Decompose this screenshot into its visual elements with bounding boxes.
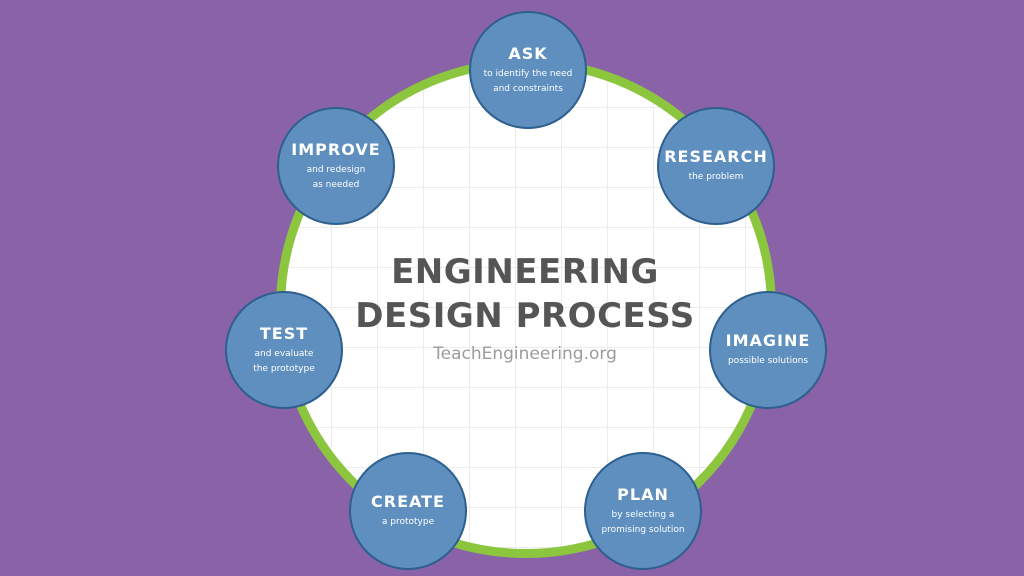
- step-description: the problem: [681, 170, 752, 185]
- step-imagine: IMAGINE possible solutions: [709, 291, 827, 409]
- step-research: RESEARCH the problem: [657, 107, 775, 225]
- step-test: TEST and evaluate the prototype: [225, 291, 343, 409]
- step-label: IMPROVE: [291, 139, 381, 159]
- step-label: TEST: [259, 323, 309, 343]
- step-label: PLAN: [617, 484, 669, 504]
- step-description-line-1: the problem: [688, 172, 744, 182]
- diagram-center-text: ENGINEERING DESIGN PROCESS TeachEngineer…: [340, 250, 710, 364]
- step-description-line-1: by selecting a: [611, 509, 675, 520]
- step-plan: PLAN by selecting a promising solution: [584, 452, 702, 570]
- step-description-line-1: a prototype: [381, 517, 435, 527]
- step-label: RESEARCH: [664, 147, 768, 166]
- step-label: ASK: [508, 43, 548, 63]
- step-description: and redesign as needed: [299, 163, 374, 193]
- step-description-line-2: and constraints: [493, 83, 563, 94]
- step-description-line-2: promising solution: [601, 524, 685, 535]
- step-description-line-1: to identify the need: [483, 68, 573, 79]
- diagram-title-line-1: ENGINEERING: [391, 252, 659, 292]
- step-description-line-1: possible solutions: [727, 356, 809, 366]
- step-create: CREATE a prototype: [349, 452, 467, 570]
- step-description-line-1: and evaluate: [254, 348, 314, 359]
- step-label: IMAGINE: [725, 331, 811, 350]
- step-improve: IMPROVE and redesign as needed: [277, 107, 395, 225]
- step-description-line-1: and redesign: [306, 164, 366, 175]
- step-description: to identify the need and constraints: [476, 67, 581, 97]
- step-description: possible solutions: [720, 354, 816, 369]
- diagram-title-line-2: DESIGN PROCESS: [355, 296, 695, 336]
- step-description-line-2: the prototype: [253, 363, 315, 374]
- step-label: CREATE: [371, 492, 445, 511]
- step-ask: ASK to identify the need and constraints: [469, 11, 587, 129]
- source-site: TeachEngineering.org: [433, 344, 617, 364]
- step-description: by selecting a promising solution: [593, 508, 692, 538]
- step-description: a prototype: [374, 515, 442, 530]
- step-description: and evaluate the prototype: [245, 347, 323, 377]
- step-description-line-2: as needed: [312, 179, 360, 190]
